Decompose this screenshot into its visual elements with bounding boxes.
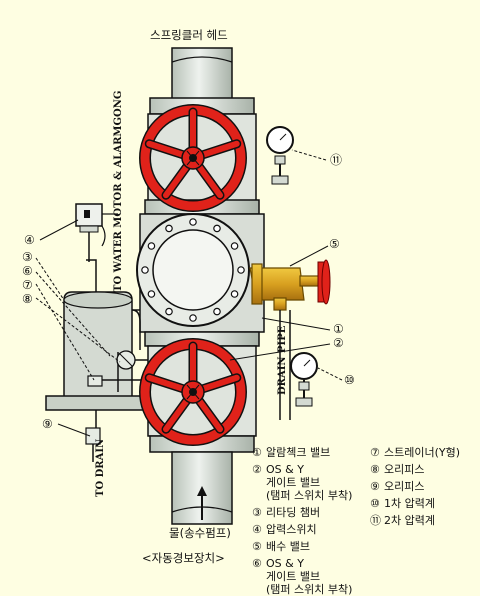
legend-line: 게이트 밸브 bbox=[266, 570, 321, 583]
legend-item: ③ 리타딩 챔버 bbox=[252, 506, 320, 519]
legend-number: ③ bbox=[252, 506, 262, 519]
primary-pressure-gauge bbox=[290, 352, 318, 407]
legend-line: OS & Y bbox=[266, 557, 304, 570]
legend-number: ⑦ bbox=[370, 446, 380, 459]
legend-item: ④ 압력스위치 bbox=[252, 523, 317, 536]
legend-text: 1차 압력계 bbox=[384, 497, 435, 510]
callout-1: ① bbox=[333, 322, 344, 336]
pressure-switch bbox=[75, 203, 118, 262]
secondary-pressure-gauge bbox=[266, 126, 294, 185]
legend-line: 게이트 밸브 bbox=[266, 476, 321, 489]
callout-5: ⑤ bbox=[329, 237, 340, 251]
legend-number: ⑩ bbox=[370, 497, 380, 510]
legend-item: ① 알람첵크 밸브 bbox=[252, 446, 330, 459]
legend-text: 2차 압력계 bbox=[384, 514, 435, 527]
legend-item: ⑧ 오리피스 bbox=[370, 463, 424, 476]
legend-text: 알람첵크 밸브 bbox=[266, 446, 330, 459]
top-pipe bbox=[149, 47, 255, 115]
motor-label: TO WATER MOTOR & ALARMGONG bbox=[113, 90, 124, 292]
legend-line: 오리피스 bbox=[384, 463, 425, 476]
callout-9: ⑨ bbox=[42, 417, 53, 431]
legend-item: ⑨ 오리피스 bbox=[370, 480, 424, 493]
legend-text: 배수 밸브 bbox=[266, 540, 310, 553]
legend-line: 리타딩 챔버 bbox=[266, 506, 321, 519]
callout-10: ⑩ bbox=[344, 373, 355, 387]
legend-text: 리타딩 챔버 bbox=[266, 506, 320, 519]
lower-handwheel bbox=[139, 338, 247, 446]
legend-item: ⑩ 1차 압력계 bbox=[370, 497, 435, 510]
drain-pipe-label: DRAIN PIPE bbox=[277, 325, 288, 395]
upper-handwheel bbox=[139, 104, 247, 212]
legend-text: 오리피스 bbox=[384, 463, 424, 476]
legend-line: (탬퍼 스위치 부착) bbox=[266, 583, 353, 596]
drain-valve bbox=[249, 259, 331, 311]
caption: <자동경보장치> bbox=[142, 551, 225, 565]
callout-8: ⑧ bbox=[22, 292, 33, 306]
legend-line: 배수 밸브 bbox=[266, 540, 310, 553]
legend-number: ⑤ bbox=[252, 540, 262, 553]
diagram-drawing bbox=[35, 47, 343, 525]
legend-line: 알람첵크 밸브 bbox=[266, 446, 331, 459]
strainer bbox=[87, 350, 136, 387]
drain-left-label: TO DRAIN bbox=[95, 438, 106, 497]
legend-item: ⑤ 배수 밸브 bbox=[252, 540, 310, 553]
legend-text: 스트레이너(Y형) bbox=[384, 446, 460, 459]
drain-pipe bbox=[279, 310, 291, 420]
legend-number: ④ bbox=[252, 523, 262, 536]
legend-number: ① bbox=[252, 446, 262, 459]
callout-4: ④ bbox=[24, 233, 35, 247]
legend-line: 2차 압력계 bbox=[384, 514, 435, 527]
alarm-check-valve-diagram: 스프링클러 헤드 물(송수펌프) <자동경보장치> TO WATER MOTOR… bbox=[22, 28, 460, 596]
legend-number: ⑧ bbox=[370, 463, 380, 476]
callout-3: ③ bbox=[22, 250, 33, 264]
callout-lines bbox=[35, 149, 343, 437]
drain-orifice bbox=[85, 427, 101, 462]
callout-2: ② bbox=[333, 336, 344, 350]
legend-line: 오리피스 bbox=[384, 480, 425, 493]
legend-number: ⑨ bbox=[370, 480, 380, 493]
callout-6: ⑥ bbox=[22, 264, 33, 278]
bottom-label: 물(송수펌프) bbox=[169, 526, 231, 540]
legend-line: 압력스위치 bbox=[266, 523, 317, 536]
legend-item: ⑦ 스트레이너(Y형) bbox=[370, 446, 460, 459]
legend-number: ⑥ bbox=[252, 557, 262, 570]
legend-number: ⑪ bbox=[370, 514, 381, 527]
callout-11: ⑪ bbox=[330, 153, 343, 167]
legend-text: 압력스위치 bbox=[266, 523, 317, 536]
legend-line: (탬퍼 스위치 부착) bbox=[266, 489, 353, 502]
top-label: 스프링클러 헤드 bbox=[150, 28, 228, 42]
flow-arrow bbox=[197, 486, 207, 520]
legend-number: ② bbox=[252, 463, 262, 476]
callout-7: ⑦ bbox=[22, 278, 33, 292]
legend-text: 오리피스 bbox=[384, 480, 424, 493]
legend-line: 1차 압력계 bbox=[384, 497, 435, 510]
alarm-check-valve-body bbox=[136, 213, 265, 333]
legend-line: 스트레이너(Y형) bbox=[384, 446, 461, 459]
legend-line: OS & Y bbox=[266, 463, 304, 476]
